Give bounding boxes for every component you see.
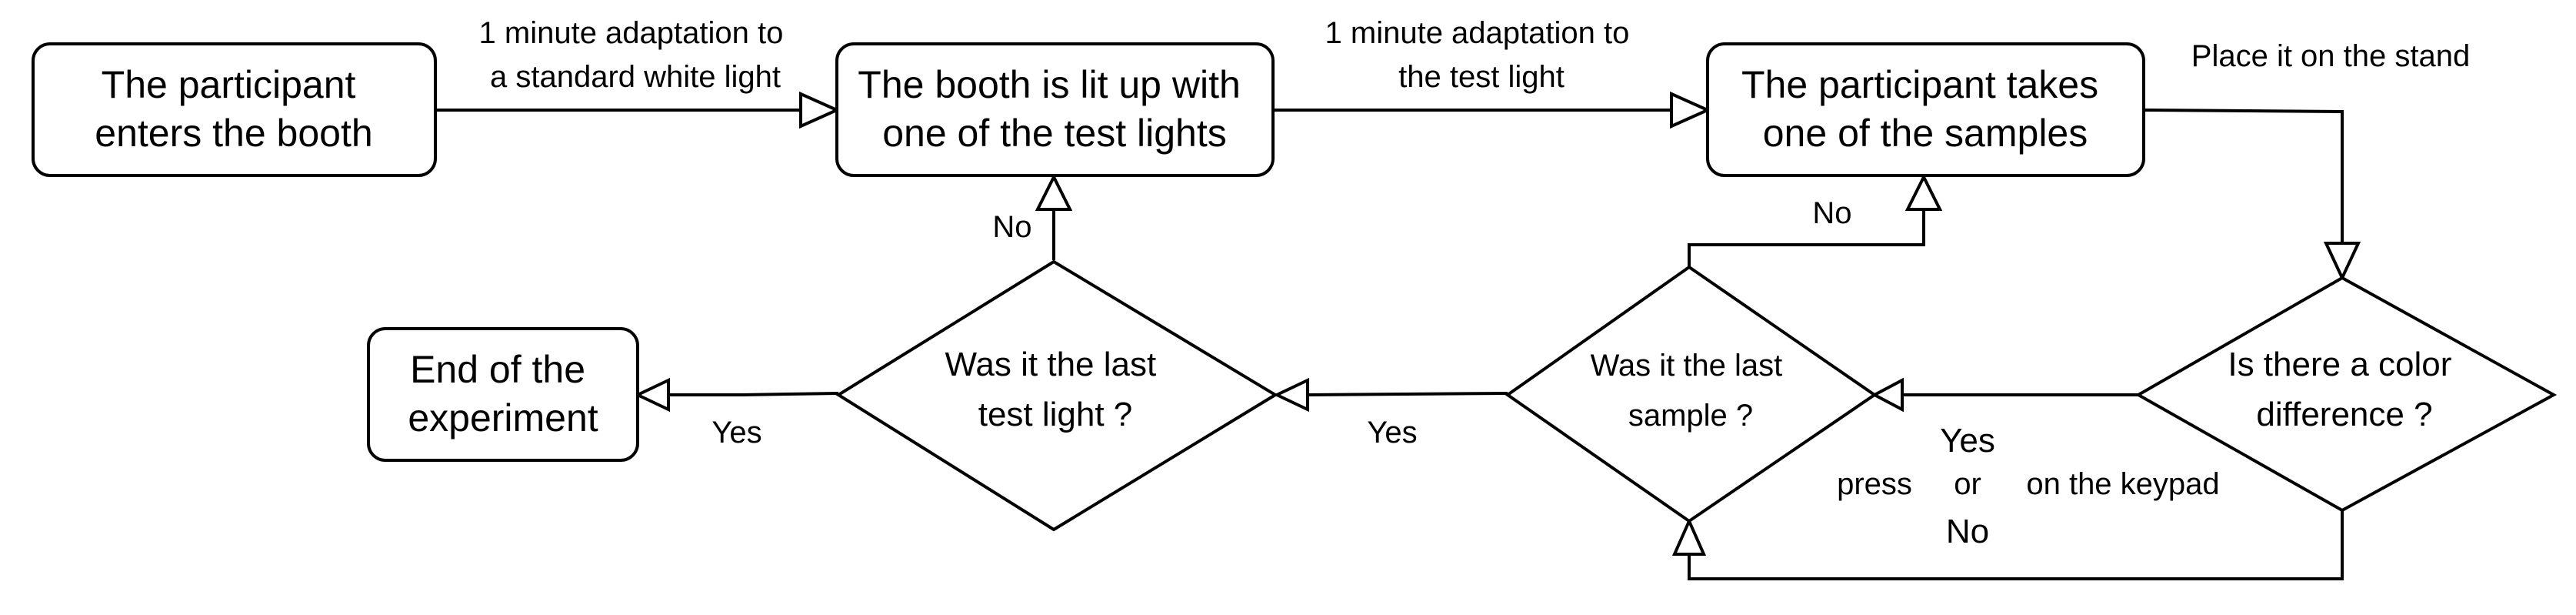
node-end-line-1: End of the bbox=[410, 348, 585, 391]
decision-color-line-1: Is there a color bbox=[2228, 346, 2451, 383]
color-answer-press: press bbox=[1837, 467, 1912, 501]
decision-last-light bbox=[835, 259, 1278, 532]
color-answer-or: or bbox=[1954, 467, 1981, 501]
edge-sample-no-label: No bbox=[1812, 196, 1851, 230]
node-takes-box bbox=[1706, 42, 2145, 177]
arrowhead-into-end bbox=[634, 377, 670, 413]
node-lit-line-1: The booth is lit up with bbox=[858, 63, 1241, 106]
node-enter-line-1: The participant bbox=[102, 63, 356, 106]
arrowhead-into-lit bbox=[799, 91, 841, 129]
node-takes-line-1: The participant takes bbox=[1741, 63, 2098, 106]
decision-color-text: Is there a color difference ? bbox=[2228, 346, 2461, 433]
color-answer-keypad: on the keypad bbox=[2026, 467, 2219, 501]
edge-lit-to-takes-line-2: the test light bbox=[1398, 60, 1565, 94]
edge-sample-yes-label: Yes bbox=[1367, 416, 1417, 450]
node-end-box bbox=[367, 327, 639, 462]
node-end-text: End of the experiment bbox=[408, 348, 598, 440]
edge-light-yes-label: Yes bbox=[711, 416, 761, 450]
decision-color-line-2: difference ? bbox=[2256, 396, 2432, 433]
edge-lit-to-takes-label: 1 minute adaptation to the test light bbox=[1325, 16, 1638, 94]
decision-last-light-line-1: Was it the last bbox=[945, 346, 1157, 383]
node-lit-line-2: one of the test lights bbox=[882, 112, 1227, 155]
node-lit-text: The booth is lit up with one of the test… bbox=[858, 63, 1251, 155]
decision-last-sample-line-1: Was it the last bbox=[1591, 349, 1783, 383]
arrowhead-into-takes-bottom bbox=[1905, 173, 1943, 211]
node-enter-line-2: enters the booth bbox=[95, 112, 372, 155]
arrowhead-into-takes bbox=[1670, 91, 1711, 129]
node-enter-box bbox=[32, 42, 437, 177]
arrowhead-into-sample-bottom bbox=[1671, 517, 1707, 556]
node-takes-text: The participant takes one of the samples bbox=[1741, 63, 2109, 155]
arrowhead-into-light-right bbox=[1273, 377, 1309, 413]
edge-sample-yes-to-light bbox=[1307, 392, 1508, 396]
edge-light-no-label: No bbox=[992, 210, 1031, 244]
decision-color-difference bbox=[2134, 276, 2558, 513]
node-enter-text: The participant enters the booth bbox=[95, 63, 372, 155]
node-lit-box bbox=[835, 42, 1275, 177]
edge-enter-to-lit-line-1: 1 minute adaptation to bbox=[479, 16, 784, 50]
edge-enter-to-lit-line-2: a standard white light bbox=[490, 60, 781, 94]
arrowhead-into-sample-right bbox=[1871, 377, 1904, 413]
decision-last-light-line-2: test light ? bbox=[978, 396, 1133, 433]
arrowhead-into-color bbox=[2323, 242, 2361, 282]
edge-color-loop-no bbox=[1688, 510, 2344, 580]
decision-last-sample bbox=[1505, 265, 1878, 523]
color-answer-no: No bbox=[1946, 513, 1989, 550]
edge-takes-to-color bbox=[2143, 109, 2344, 243]
decision-last-sample-line-2: sample ? bbox=[1628, 399, 1753, 433]
edge-takes-to-color-label: Place it on the stand bbox=[2191, 39, 2470, 73]
node-takes-line-2: one of the samples bbox=[1763, 112, 2088, 155]
node-end-line-2: experiment bbox=[408, 396, 598, 440]
edge-sample-no-to-takes bbox=[1688, 209, 1925, 267]
decision-last-light-text: Was it the last test light ? bbox=[945, 346, 1166, 433]
color-answer-yes: Yes bbox=[1940, 422, 1995, 460]
edge-enter-to-lit-label: 1 minute adaptation to a standard white … bbox=[479, 16, 792, 94]
decision-last-sample-text: Was it the last sample ? bbox=[1591, 349, 1791, 433]
arrowhead-into-lit-bottom bbox=[1035, 173, 1073, 211]
edge-light-yes-to-end bbox=[668, 392, 839, 396]
edge-lit-to-takes-line-1: 1 minute adaptation to bbox=[1325, 16, 1630, 50]
